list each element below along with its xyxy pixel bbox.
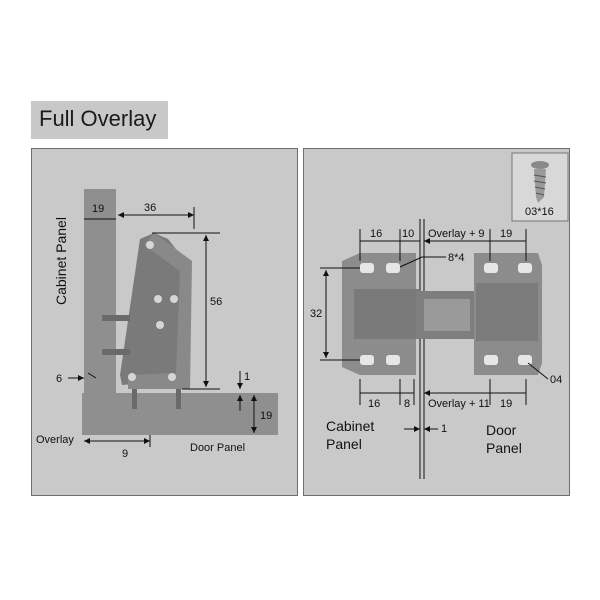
- door-panel-label-line1: Door: [486, 422, 517, 438]
- dim-16-bottom: 16: [368, 398, 380, 410]
- dim-9: 9: [122, 448, 128, 460]
- dim-19-top: 19: [500, 228, 512, 240]
- hinge-side-view: [102, 233, 192, 409]
- dim-16-top: 16: [370, 228, 382, 240]
- dim-1-gap: 1: [441, 423, 447, 435]
- top-view-drawing: 03*16 16 10: [310, 152, 569, 479]
- dim-32: 32: [310, 308, 322, 320]
- dim-04: 04: [550, 374, 562, 386]
- top-view-panel: 03*16 16 10: [303, 148, 570, 496]
- door-panel-label: Door Panel: [190, 442, 245, 454]
- dim-56: 56: [210, 296, 222, 308]
- dim-6: 6: [56, 373, 62, 385]
- page-title: Full Overlay: [39, 106, 157, 131]
- side-view-drawing: 19 36 56 6 1 19 9 Overlay Door Pa: [36, 189, 278, 460]
- hinge-cup-plate: [474, 253, 542, 375]
- dim-1: 1: [244, 371, 250, 383]
- cabinet-board: [84, 189, 116, 397]
- title-box: Full Overlay: [31, 101, 168, 139]
- dim-36: 36: [144, 202, 156, 214]
- dim-19-side: 19: [260, 410, 272, 422]
- side-view-panel: 19 36 56 6 1 19 9 Overlay Door Pa: [31, 148, 298, 496]
- screw-label: 03*16: [525, 206, 554, 218]
- screw-icon: [531, 161, 549, 203]
- dim-19-bottom: 19: [500, 398, 512, 410]
- overlay-label: Overlay: [36, 434, 74, 446]
- dim-overlay-plus-9: Overlay + 9: [428, 228, 485, 240]
- dim-10: 10: [402, 228, 414, 240]
- cabinet-panel-label: Cabinet Panel: [53, 217, 69, 305]
- dim-19-top: 19: [92, 203, 104, 215]
- screw-holes: [360, 263, 532, 365]
- mounting-plate: [342, 253, 474, 375]
- cabinet-panel-label-line2: Panel: [326, 436, 362, 452]
- dim-8x4: 8*4: [448, 252, 465, 264]
- dim-overlay-plus-11: Overlay + 11: [428, 398, 490, 410]
- cabinet-panel-label-line1: Cabinet: [326, 418, 374, 434]
- dim-8: 8: [404, 398, 410, 410]
- door-panel-label-line2: Panel: [486, 440, 522, 456]
